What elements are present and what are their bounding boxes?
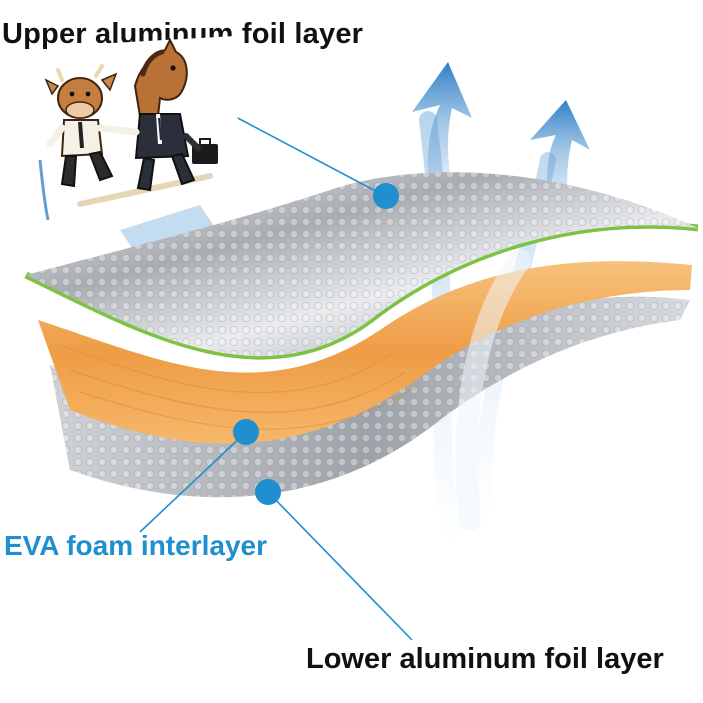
cow-and-horse-businessmen-icon [40,36,240,216]
callout-line-lower [268,492,412,640]
callout-dot-upper [373,183,399,209]
callout-dot-eva [233,419,259,445]
eva-foam-label: EVA foam interlayer [4,530,267,562]
callout-dot-lower [255,479,281,505]
callout-line-upper [215,106,385,196]
lower-foil-label: Lower aluminum foil layer [306,643,664,676]
